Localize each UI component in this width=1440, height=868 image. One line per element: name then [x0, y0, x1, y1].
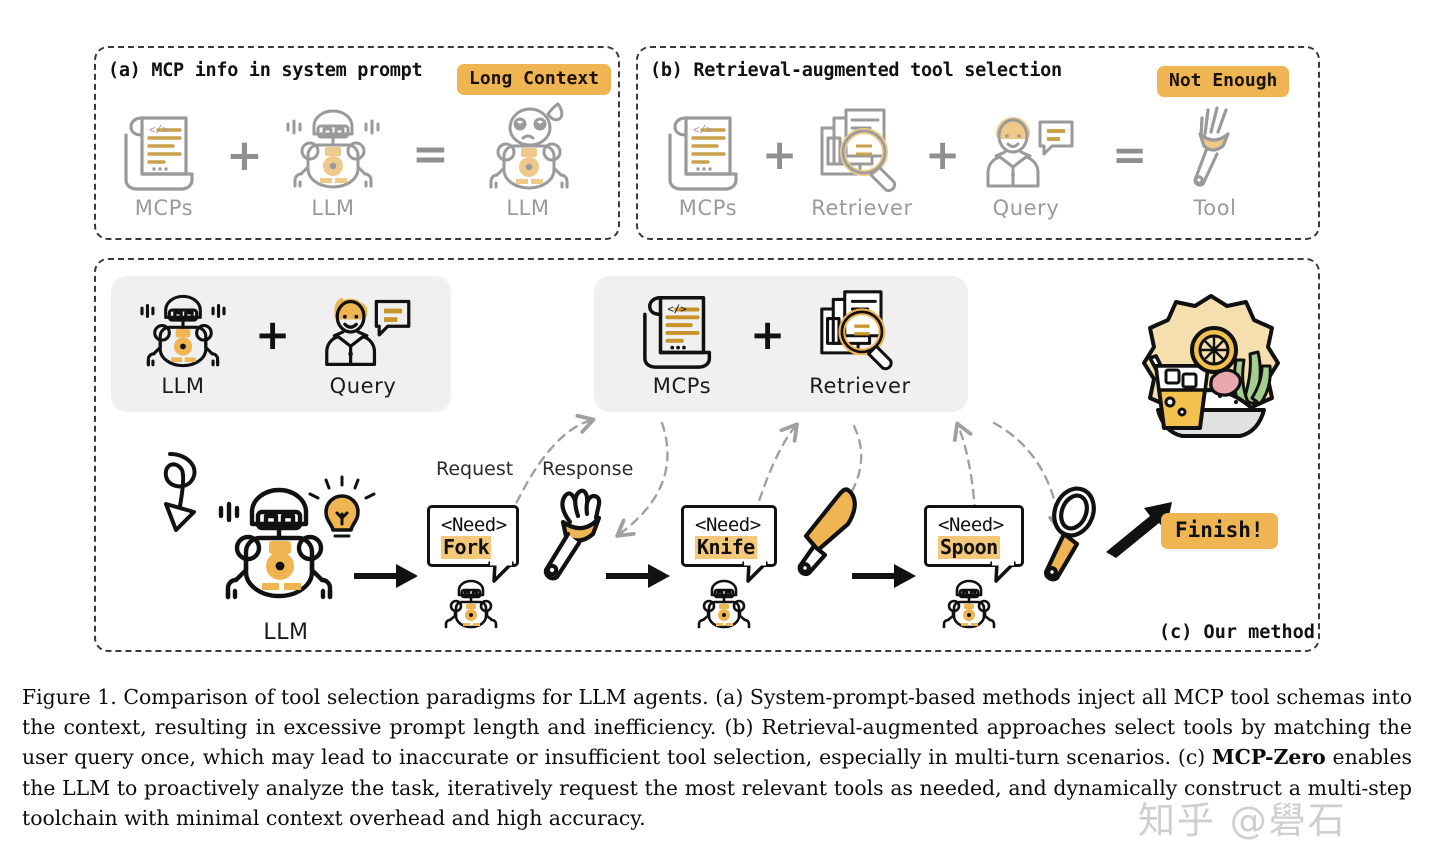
plus-operator-icon: + — [762, 130, 798, 179]
magnifier-documents-icon — [796, 288, 924, 372]
finish-arrow-icon — [1106, 502, 1172, 558]
plus-operator-icon: + — [925, 130, 961, 179]
panel-b-item-tool: Tool — [1172, 104, 1258, 220]
svg-text:</>: </> — [667, 302, 686, 315]
robot-icon — [278, 104, 388, 194]
panel-b-badge-not-enough: Not Enough — [1157, 66, 1290, 97]
step-arrow-icon — [852, 564, 916, 588]
user-speech-icon — [298, 290, 428, 372]
speech-tail-icon — [742, 560, 768, 583]
panel-a-item-label: LLM — [311, 196, 355, 220]
group-item-retriever: Retriever — [796, 288, 924, 398]
plus-operator-icon: + — [750, 310, 786, 359]
robot-small-icon — [444, 579, 498, 629]
panel-b-title: (b) Retrieval-augmented tool selection — [650, 60, 1062, 81]
figure-caption: Figure 1. Comparison of tool selection p… — [22, 682, 1412, 833]
panel-b-item-label: Retriever — [811, 196, 913, 220]
robot-small-icon — [942, 579, 996, 629]
robot-thinking-icon — [208, 475, 376, 618]
need-box-knife: <Need> Knife — [681, 505, 777, 567]
panel-a-item-label: MCPs — [134, 196, 194, 220]
need-line-1: <Need> — [695, 514, 761, 536]
svg-text:</>: </> — [149, 123, 169, 136]
need-tool-label: Fork — [441, 535, 492, 560]
panel-b-item-label: Query — [992, 196, 1060, 220]
speech-tail-icon — [488, 560, 514, 583]
panel-b-item-query: Query — [966, 108, 1086, 220]
panel-a-title: (a) MCP info in system prompt — [108, 60, 423, 81]
overloaded-robot-icon — [472, 100, 584, 194]
step-arrow-icon — [606, 564, 670, 588]
panel-c-method-label: (c) Our method — [1159, 622, 1315, 643]
user-speech-icon — [966, 108, 1086, 194]
svg-text:</>: </> — [693, 123, 713, 136]
panel-a-badge-long-context: Long Context — [457, 64, 612, 95]
robot-icon — [128, 290, 238, 372]
figure-caption-tail: enables the LLM to proactively analyze t… — [22, 745, 1412, 830]
plus-operator-icon: + — [255, 310, 291, 359]
figure-caption-prefix: Figure 1. — [22, 685, 117, 709]
group-llm-query — [111, 276, 451, 412]
need-tool-label: Knife — [695, 535, 757, 560]
need-box-spoon: <Need> Spoon — [924, 505, 1024, 567]
meal-plate-icon — [1142, 294, 1280, 438]
group-item-label: MCPs — [652, 374, 712, 398]
step-arrow-icon — [354, 564, 418, 588]
panel-b-item-retriever: Retriever — [808, 106, 916, 220]
flow-label-request: Request — [436, 458, 514, 480]
need-tool-label: Spoon — [938, 535, 1000, 560]
knife-icon — [797, 487, 857, 577]
rethink-swirl-arrow-icon — [163, 452, 197, 532]
spoon-icon — [1043, 486, 1096, 582]
group-item-query: Query — [298, 290, 428, 398]
flow-label-response: Response — [542, 458, 634, 480]
figure-caption-bold-term: MCP-Zero — [1212, 745, 1326, 770]
scroll-document-icon: </> — [662, 108, 754, 194]
figure-caption-body: Comparison of tool selection paradigms f… — [22, 685, 1413, 770]
equals-operator-icon: = — [412, 129, 449, 180]
magnifier-documents-icon — [808, 106, 916, 194]
panel-a-item-llm: LLM — [278, 104, 388, 220]
fork-icon — [543, 488, 602, 581]
panel-b-item-mcps: </> MCPs — [662, 108, 754, 220]
need-line-1: <Need> — [441, 514, 507, 536]
group-item-mcps: </> MCPs — [634, 288, 730, 398]
plus-operator-icon: + — [226, 130, 263, 181]
group-item-label: Query — [329, 374, 397, 398]
speech-tail-icon — [990, 560, 1016, 583]
panel-a-item-mcps: </> MCPs — [118, 108, 210, 220]
panel-b-item-label: MCPs — [678, 196, 738, 220]
need-line-1: <Need> — [938, 514, 1004, 536]
robot-small-icon — [697, 579, 751, 629]
panel-a-item-label: LLM — [506, 196, 550, 220]
group-item-label: LLM — [161, 374, 205, 398]
finish-badge: Finish! — [1161, 513, 1278, 549]
group-item-llm: LLM — [128, 290, 238, 398]
equals-operator-icon: = — [1112, 130, 1148, 179]
group-item-label: Retriever — [809, 374, 911, 398]
panel-b-item-label: Tool — [1193, 196, 1237, 220]
agent-llm: LLM — [208, 475, 376, 645]
panel-a-item-llm-overloaded: LLM — [472, 100, 584, 220]
need-box-fork: <Need> Fork — [427, 505, 519, 567]
scroll-document-icon: </> — [634, 288, 730, 372]
watermark: 知乎 @礐石 — [1138, 799, 1347, 842]
agent-llm-label: LLM — [263, 620, 309, 645]
fork-icon — [1172, 104, 1258, 194]
scroll-document-icon: </> — [118, 108, 210, 194]
